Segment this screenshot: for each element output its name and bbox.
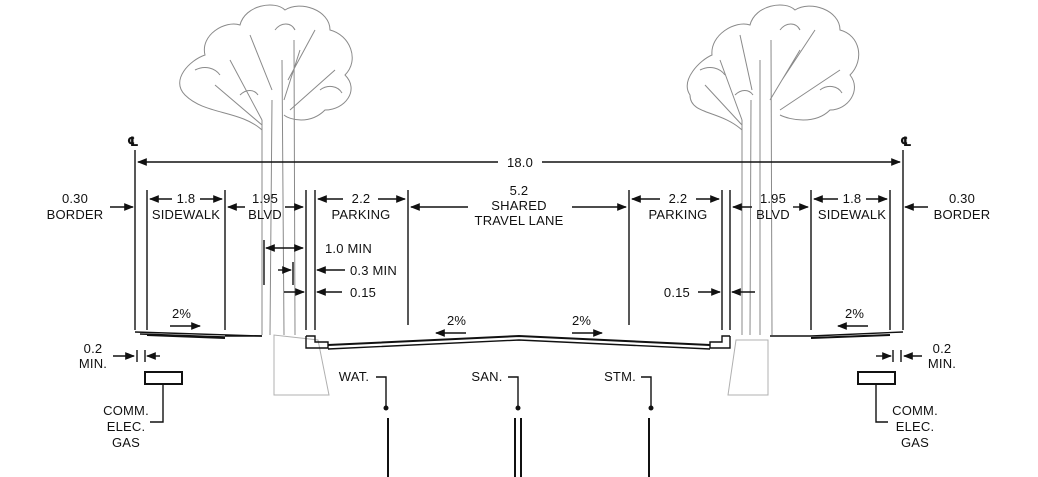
border-left-value: 0.30 [62,191,88,206]
parking-left-label: PARKING [332,207,391,222]
tree-left [179,4,353,396]
parking-left-value: 2.2 [352,191,371,206]
offset-left-label: 0.15 [350,285,376,300]
travel-lane-label-2: TRAVEL LANE [475,213,564,228]
utility-left-line-3: GAS [112,435,140,450]
min-0-2-right-value: 0.2 [933,341,952,356]
travel-lane-label-1: SHARED [491,198,546,213]
blvd-left-value: 1.95 [252,191,278,206]
sanitary-main-marker [515,405,521,411]
utility-left-line-1: COMM. [103,403,149,418]
utility-duct-right [857,371,896,385]
utility-right-line-1: COMM. [892,403,938,418]
property-line-left-label: ℄ [127,134,139,149]
utility-duct-left [144,371,183,385]
blvd-left-label: BLVD [248,207,282,222]
sidewalk-left-value: 1.8 [177,191,196,206]
parking-right-label: PARKING [649,207,708,222]
sidewalk-right-value: 1.8 [843,191,862,206]
utility-right-line-3: GAS [901,435,929,450]
slope-road-right: 2% [572,313,591,328]
extension-lines [146,190,891,330]
slope-sidewalk-left: 2% [172,306,191,321]
min-1-0-label: 1.0 MIN [325,241,372,256]
total-width-label: 18.0 [507,155,533,170]
blvd-right-label: BLVD [756,207,790,222]
min-0-2-left-value: 0.2 [84,341,103,356]
water-main-label: WAT. [339,369,369,384]
slope-sidewalk-right: 2% [845,306,864,321]
min-0-3-label: 0.3 MIN [350,263,397,278]
sidewalk-left-label: SIDEWALK [152,207,220,222]
tree-right [687,4,860,396]
border-left-label: BORDER [47,207,104,222]
offset-right-label: 0.15 [664,285,690,300]
property-line-right-label: ℄ [900,134,912,149]
parking-right-value: 2.2 [669,191,688,206]
min-0-2-right-label: MIN. [928,356,956,371]
sidewalk-right-label: SIDEWALK [818,207,886,222]
storm-main-label: STM. [604,369,636,384]
border-right-label: BORDER [934,207,991,222]
min-0-2-left-label: MIN. [79,356,107,371]
utility-right-line-2: ELEC. [896,419,935,434]
travel-lane-value: 5.2 [510,183,529,198]
sanitary-main-label: SAN. [471,369,502,384]
storm-main-marker [648,405,654,411]
blvd-right-value: 1.95 [760,191,786,206]
utility-left-line-2: ELEC. [107,419,146,434]
border-right-value: 0.30 [949,191,975,206]
road-surface [134,331,904,350]
slope-road-left: 2% [447,313,466,328]
water-main-marker [383,405,389,411]
